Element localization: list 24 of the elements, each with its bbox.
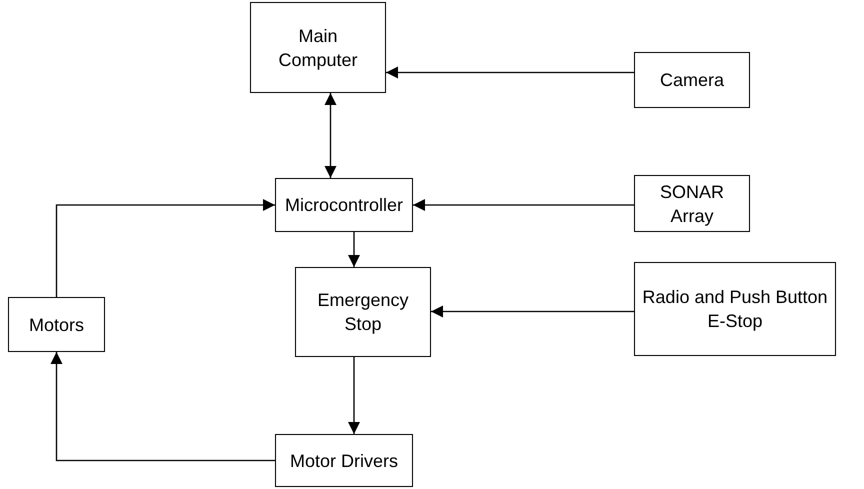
- arrow: [413, 199, 634, 211]
- process-box: [250, 2, 386, 93]
- process-box: [8, 297, 105, 352]
- arrow: [348, 357, 360, 434]
- box-label: Motors: [28, 314, 84, 336]
- arrow: [50, 352, 275, 462]
- arrow: [386, 66, 634, 78]
- process-box: [634, 175, 750, 232]
- box-label: Microcontroller: [284, 194, 404, 217]
- process-box: [634, 262, 836, 356]
- box-label: Radio and Push Button E-Stop: [641, 286, 829, 333]
- box-label: Motor Drivers: [290, 450, 398, 472]
- arrow: [348, 232, 360, 267]
- arrow: [431, 306, 634, 318]
- box-label: Main Computer: [277, 24, 359, 72]
- process-box: [295, 267, 431, 357]
- process-box: [275, 178, 413, 232]
- box-label: Camera: [660, 69, 724, 92]
- process-box: [634, 52, 750, 108]
- box-label: SONAR Array: [658, 180, 725, 228]
- process-box: [275, 434, 413, 487]
- box-label: Emergency Stop: [316, 289, 410, 336]
- arrow: [324, 93, 336, 178]
- arrow: [56, 199, 275, 297]
